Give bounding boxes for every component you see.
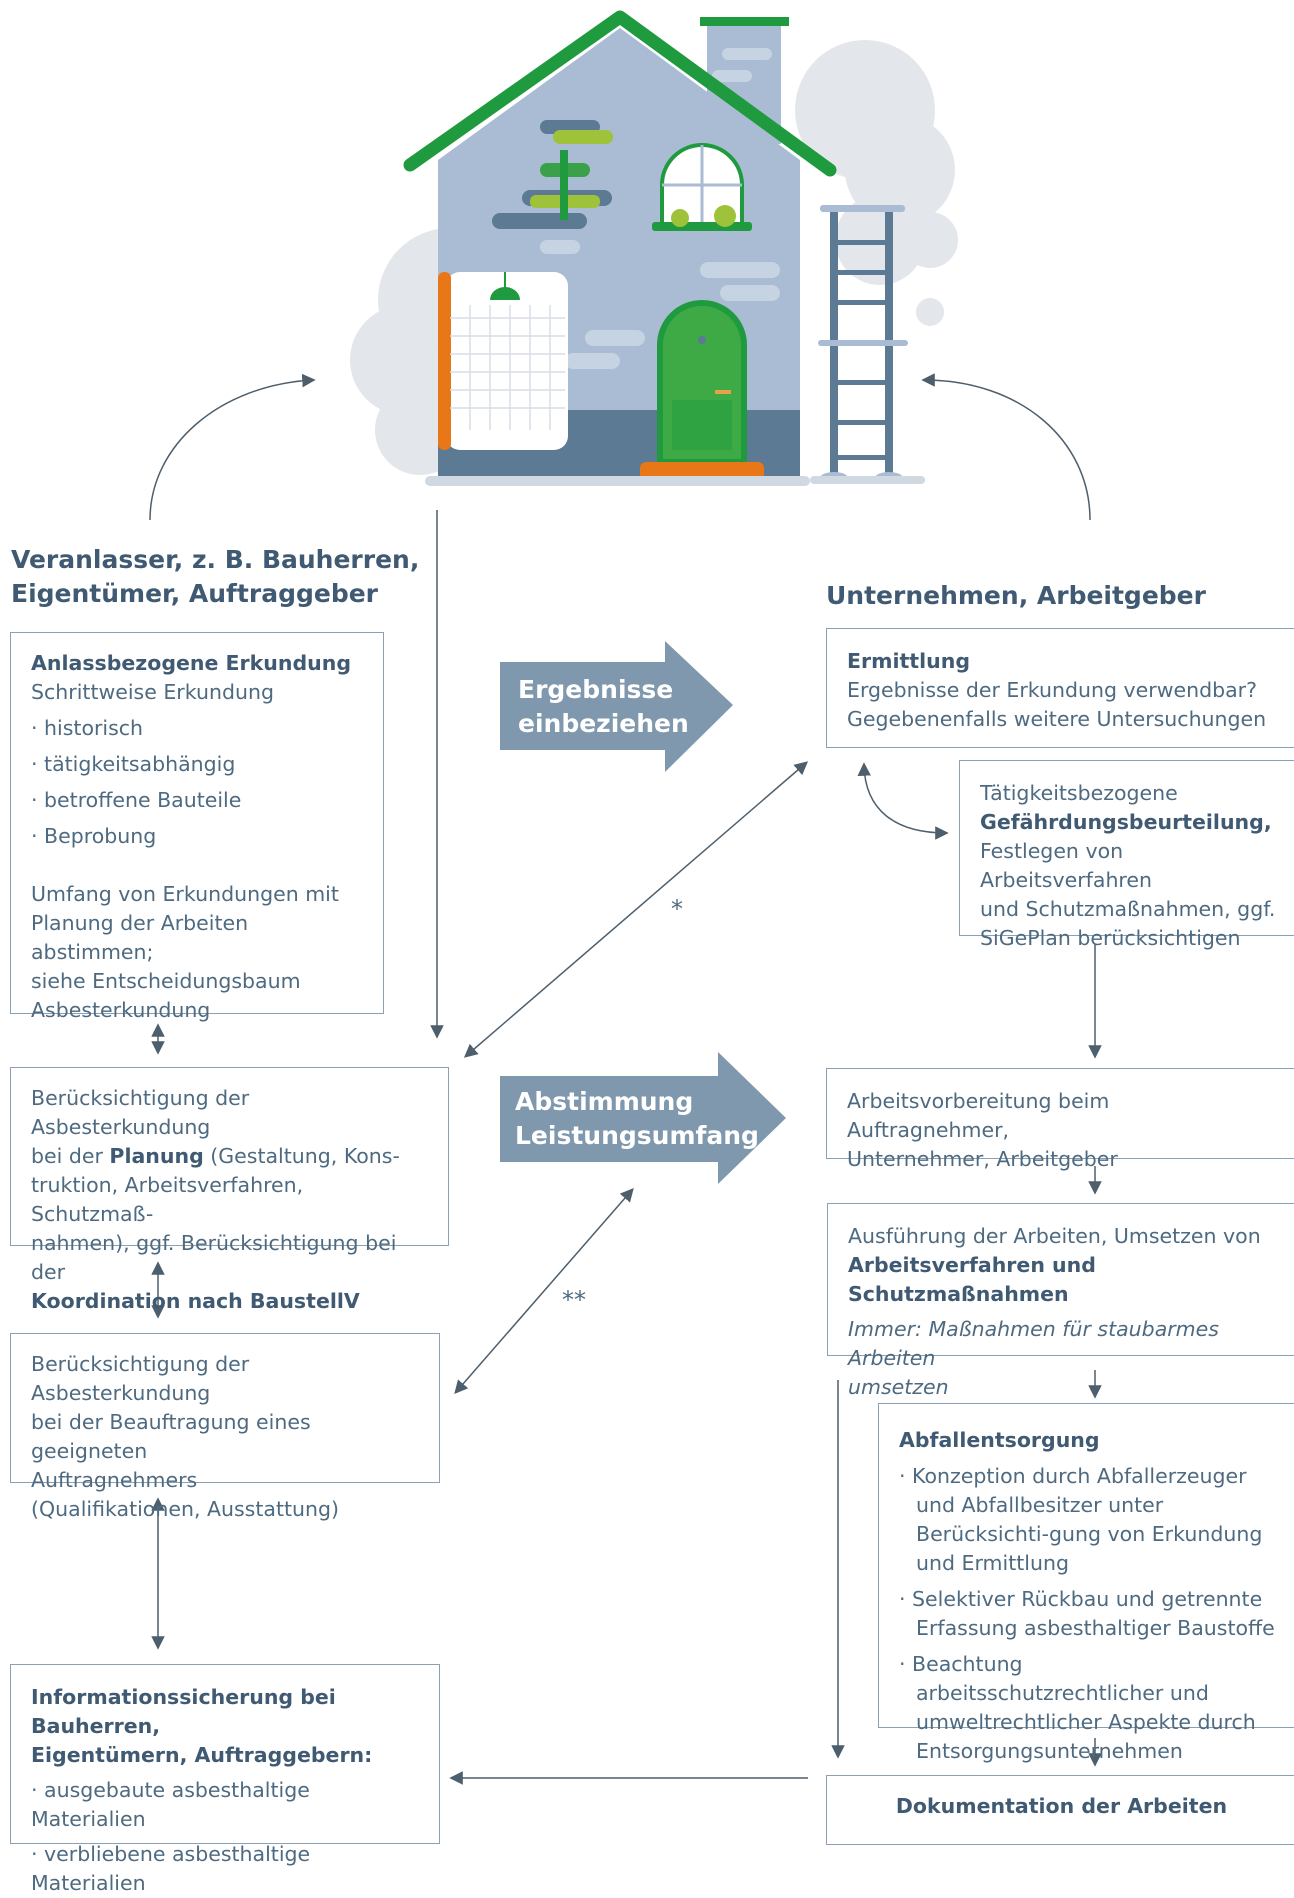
box1-note-line: Planung der Arbeiten abstimmen; xyxy=(31,911,249,964)
gefaehrdung-line: Tätigkeitsbezogene xyxy=(980,781,1178,805)
abfall-item: · Selektiver Rückbau und getrennte Erfas… xyxy=(899,1587,1275,1640)
arrow-right-to-house xyxy=(921,373,1091,521)
ladder xyxy=(818,205,908,484)
ermittlung-title: Ermittlung xyxy=(847,649,970,673)
box-ausfuehrung: Ausführung der Arbeiten, Umsetzen von Ar… xyxy=(827,1203,1294,1399)
right-column-header: Unternehmen, Arbeitgeber xyxy=(826,581,1206,610)
box4-item: · verbliebene asbesthaltige Materialien xyxy=(31,1842,311,1895)
box3-line: bei der Beauftragung eines geeigneten xyxy=(31,1410,311,1463)
cloud-right xyxy=(795,40,958,326)
box-anlassbezogene-erkundung: Anlassbezogene Erkundung Schrittweise Er… xyxy=(10,632,384,1022)
box-dokumentation: Dokumentation der Arbeiten xyxy=(826,1775,1294,1845)
box2-line: Berücksichtigung der Asbesterkundung xyxy=(31,1086,250,1139)
box-beauftragung: Berücksichtigung der Asbesterkundung bei… xyxy=(10,1333,440,1521)
left-column-header: Veranlasser, z. B. Bauherren, Eigentümer… xyxy=(11,543,419,611)
box-informationssicherung: Informationssicherung bei Bauherren, Eig… xyxy=(10,1664,440,1895)
box2-line: nahmen), ggf. Berücksichtigung bei der xyxy=(31,1231,397,1284)
arrow-left-to-house xyxy=(149,373,316,521)
block-arrow-abstimmung xyxy=(500,1052,786,1184)
arrow1-line1: Ergebnisse xyxy=(518,675,674,704)
box1-item: · betroffene Bauteile xyxy=(31,788,242,812)
abfall-item: · Konzeption durch Abfallerzeuger und Ab… xyxy=(899,1464,1263,1575)
arrow2-line2: Leistungsumfang xyxy=(515,1121,759,1150)
ermittlung-line: Ergebnisse der Erkundung verwendbar? xyxy=(847,678,1257,702)
front-door xyxy=(640,300,764,480)
box1-title: Anlassbezogene Erkundung xyxy=(31,651,352,675)
gefaehrdung-line: und Schutzmaßnahmen, ggf. xyxy=(980,897,1276,921)
arrow-ermittlung-gefaehrdung xyxy=(857,762,949,840)
ausfuehrung-italic-line: umsetzen xyxy=(848,1375,949,1399)
arrow-diagonal-doublestar xyxy=(454,1187,634,1395)
box3-line: Auftragnehmers xyxy=(31,1468,198,1492)
gefaehrdung-line: SiGePlan berücksichtigen xyxy=(980,926,1241,950)
box-ermittlung: Ermittlung Ergebnisse der Erkundung verw… xyxy=(826,628,1294,748)
diagram-graphics xyxy=(149,10,1102,1785)
abfall-item: · Beachtung arbeitsschutzrechtlicher und… xyxy=(899,1652,1256,1763)
box2-line-planung: bei der Planung (Gestaltung, Kons- xyxy=(31,1142,428,1171)
box1-note-line: Umfang von Erkundungen mit xyxy=(31,882,339,906)
box1-item: · Beprobung xyxy=(31,824,157,848)
abfall-title: Abfallentsorgung xyxy=(899,1428,1100,1452)
box-planung: Berücksichtigung der Asbesterkundung bei… xyxy=(10,1067,449,1313)
box-arbeitsvorbereitung: Arbeitsvorbereitung beim Auftragnehmer, … xyxy=(826,1068,1294,1171)
box2-line: truktion, Arbeitsverfahren, Schutzmaß- xyxy=(31,1173,304,1226)
tiled-window xyxy=(438,272,568,450)
abfall-list: · Konzeption durch Abfallerzeuger und Ab… xyxy=(899,1462,1276,1766)
box-gefaehrdungsbeurteilung: Tätigkeitsbezogene Gefährdungsbeurteilun… xyxy=(959,760,1294,950)
ausfuehrung-bold-line: Arbeitsverfahren und Schutzmaßnahmen xyxy=(848,1253,1096,1306)
gefaehrdung-title: Gefährdungsbeurteilung, xyxy=(980,810,1272,834)
house-illustration xyxy=(350,10,958,486)
ausfuehrung-italic-line: Immer: Maßnahmen für staubarmes Arbeiten xyxy=(848,1317,1219,1370)
arbeitsvorbereitung-line: Unternehmer, Arbeitgeber xyxy=(847,1147,1118,1171)
ausfuehrung-line: Ausführung der Arbeiten, Umsetzen von xyxy=(848,1224,1261,1248)
block-arrow-ergebnisse xyxy=(500,641,733,772)
box1-note-line: Asbesterkundung xyxy=(31,998,211,1022)
box3-line: (Qualifikationen, Ausstattung) xyxy=(31,1497,340,1521)
box2-line-koordination: Koordination nach BaustellV xyxy=(31,1289,360,1313)
left-header-line1: Veranlasser, z. B. Bauherren, xyxy=(11,545,420,574)
arrow-diagonal-star xyxy=(463,761,809,1058)
box4-item: · ausgebaute asbesthaltige Materialien xyxy=(31,1778,310,1831)
box1-item: · tätigkeitsabhängig xyxy=(31,752,236,776)
moss-patch xyxy=(492,120,613,229)
left-header-line2: Eigentümer, Auftraggeber xyxy=(11,579,379,608)
footnote-marker-star: * xyxy=(671,895,683,923)
arrow2-line1: Abstimmung xyxy=(515,1087,694,1116)
box2-text: (Gestaltung, Kons- xyxy=(203,1144,400,1168)
box2-text: bei der xyxy=(31,1144,110,1168)
box1-subtitle: Schrittweise Erkundung xyxy=(31,680,274,704)
box1-item: · historisch xyxy=(31,716,144,740)
block-arrow-ergebnisse-label: Ergebnisse einbeziehen xyxy=(518,673,689,741)
box2-bold-planung: Planung xyxy=(109,1144,204,1168)
block-arrow-abstimmung-label: Abstimmung Leistungsumfang xyxy=(515,1085,759,1153)
box4-title-line2: Eigentümern, Auftraggebern: xyxy=(31,1743,373,1767)
gefaehrdung-line: Festlegen von Arbeitsverfahren xyxy=(980,839,1153,892)
round-window xyxy=(652,143,752,231)
arbeitsvorbereitung-line: Arbeitsvorbereitung beim Auftragnehmer, xyxy=(847,1089,1110,1142)
footnote-marker-doublestar: ** xyxy=(562,1286,586,1314)
ermittlung-line: Gegebenenfalls weitere Untersuchungen xyxy=(847,707,1267,731)
box1-note-line: siehe Entscheidungsbaum xyxy=(31,969,301,993)
box-abfallentsorgung: Abfallentsorgung · Konzeption durch Abfa… xyxy=(878,1403,1294,1763)
box3-line: Berücksichtigung der Asbesterkundung xyxy=(31,1352,250,1405)
box4-title-line1: Informationssicherung bei Bauherren, xyxy=(31,1685,336,1738)
dokumentation-title: Dokumentation der Arbeiten xyxy=(895,1794,1228,1818)
arrow1-line2: einbeziehen xyxy=(518,709,689,738)
